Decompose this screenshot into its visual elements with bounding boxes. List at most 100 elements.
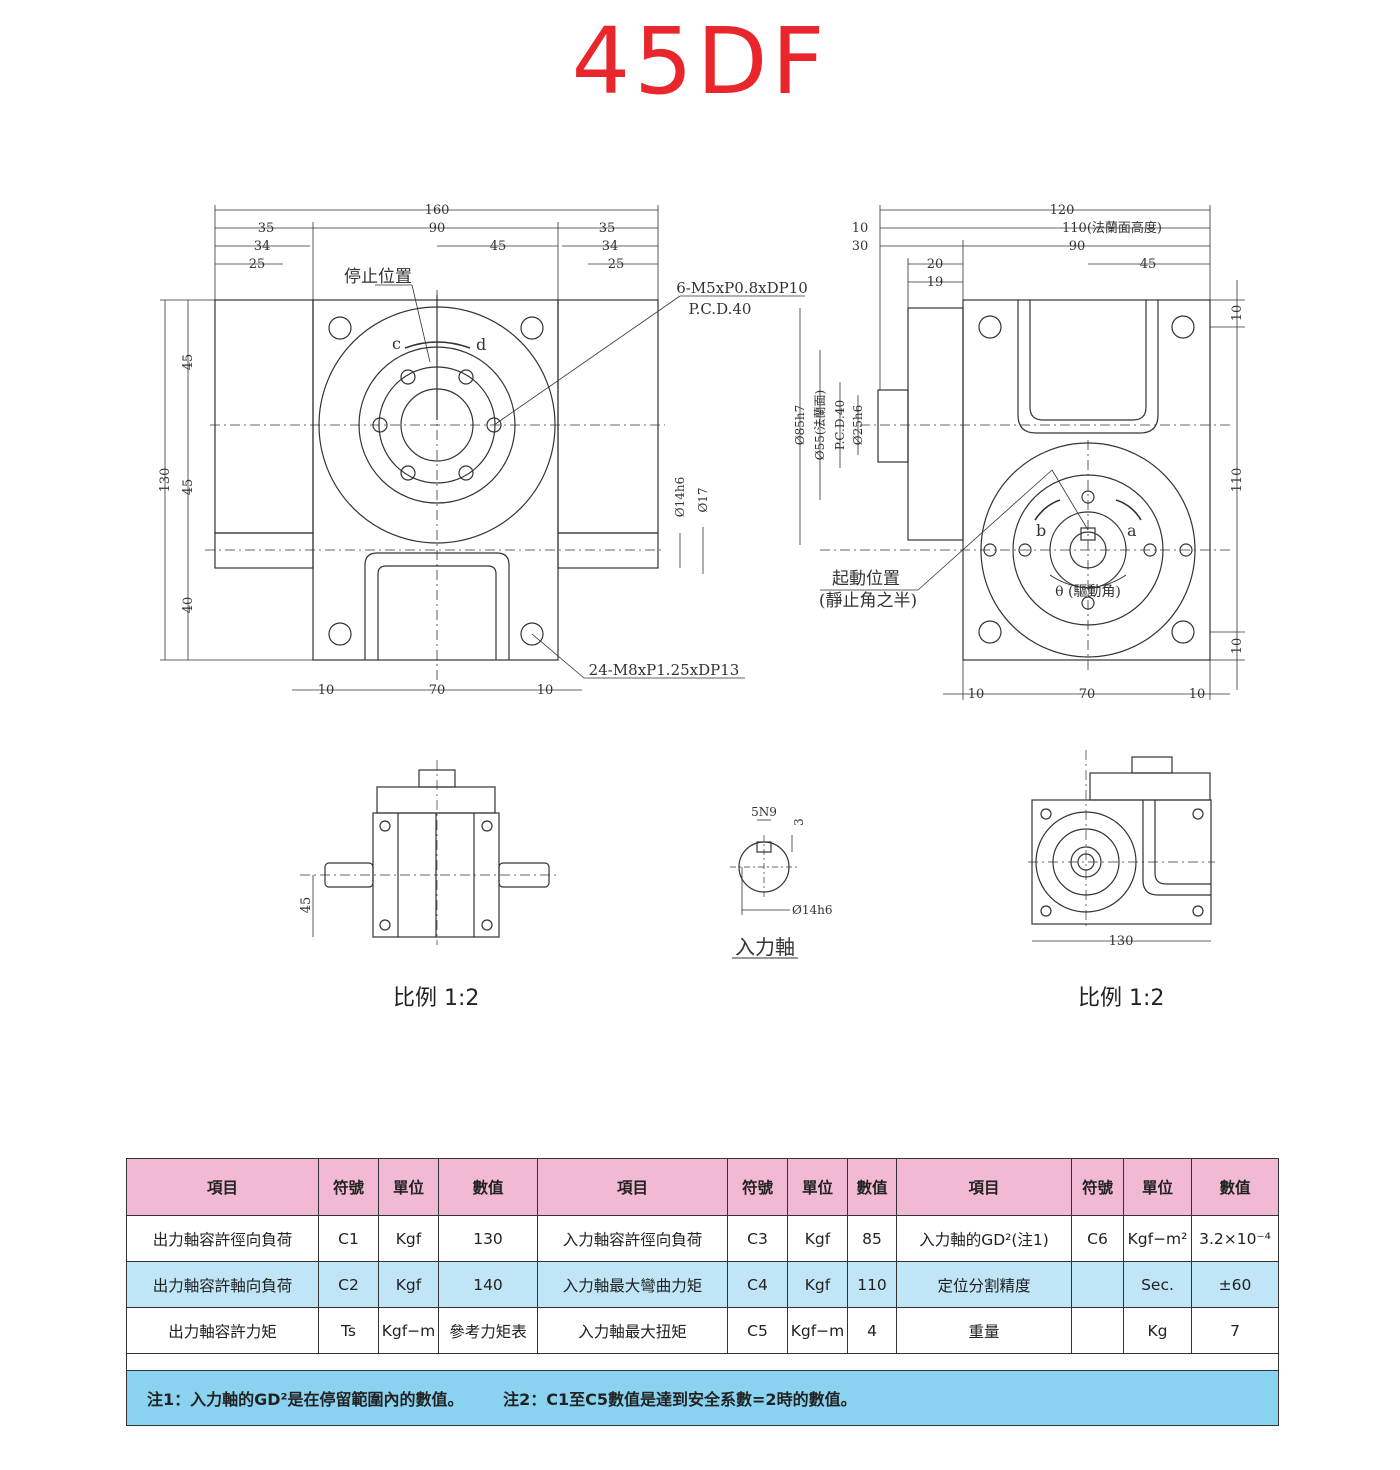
dim-side-10: 10 (852, 221, 869, 236)
small-side-view (1028, 750, 1215, 942)
dir-d-label: d (476, 335, 486, 354)
cell: Kgf−m² (1123, 1215, 1192, 1262)
cell: 出力軸容許軸向負荷 (126, 1261, 319, 1308)
dim-20: 20 (927, 257, 944, 272)
cell: Kgf−m (787, 1307, 848, 1354)
cell: 參考力矩表 (438, 1307, 538, 1354)
cell (1071, 1261, 1124, 1308)
table-row: 出力軸容許力矩 Ts Kgf−m 參考力矩表 入力軸最大扭矩 C5 Kgf−m … (126, 1307, 1279, 1354)
dim-side-70: 70 (1079, 687, 1096, 702)
cell: C5 (727, 1307, 788, 1354)
cell: 7 (1191, 1307, 1279, 1354)
dim-10-a: 10 (318, 683, 335, 698)
cell: 4 (847, 1307, 897, 1354)
dim-40: 40 (181, 597, 196, 614)
keyway-label: 5N9 (751, 805, 777, 819)
dim-35-right: 35 (599, 221, 616, 236)
dim-pcd40: P.C.D.40 (833, 400, 847, 450)
note-1: 注1：入力軸的GD²是在停留範圍內的數值。 (147, 1390, 464, 1409)
dim-side-90: 90 (1069, 239, 1086, 254)
cell: ±60 (1191, 1261, 1279, 1308)
dim-45-upper: 45 (181, 354, 196, 371)
header-symbol-3: 符號 (1071, 1158, 1124, 1216)
cell: Kgf (787, 1261, 848, 1308)
input-shaft-caption: 入力軸 (735, 935, 795, 959)
header-symbol-1: 符號 (318, 1158, 379, 1216)
cell: 出力軸容許徑向負荷 (126, 1215, 319, 1262)
dim-45-lower: 45 (181, 479, 196, 496)
dim-110-flange: 110(法蘭面高度) (1062, 220, 1162, 236)
cell: 3.2×10⁻⁴ (1191, 1215, 1279, 1262)
cell: 入力軸容許徑向負荷 (537, 1215, 728, 1262)
cell: Kgf−m (378, 1307, 439, 1354)
cell: C6 (1071, 1215, 1124, 1262)
header-unit-3: 單位 (1123, 1158, 1192, 1216)
technical-drawing: 160 35 90 35 34 45 34 25 25 130 45 45 40… (158, 203, 1245, 959)
cell: 出力軸容許力矩 (126, 1307, 319, 1354)
cell: 85 (847, 1215, 897, 1262)
dim-55-flange: Ø55(法蘭面) (813, 390, 827, 460)
dim-35-left: 35 (258, 221, 275, 236)
cell: 定位分割精度 (896, 1261, 1072, 1308)
dim-19: 19 (927, 275, 944, 290)
dim-130: 130 (158, 468, 173, 493)
cell: Kg (1123, 1307, 1192, 1354)
header-value-3: 數值 (1191, 1158, 1279, 1216)
header-unit-1: 單位 (378, 1158, 439, 1216)
mount-note: 24-M8xP1.25xDP13 (589, 661, 740, 679)
model-title: 45DF (571, 8, 829, 115)
spec-table: 項目 符號 單位 數值 項目 符號 單位 數值 項目 符號 單位 數值 出力軸容… (126, 1158, 1279, 1426)
dim-small-45: 45 (299, 897, 314, 914)
cell: 130 (438, 1215, 538, 1262)
cell: Kgf (378, 1261, 439, 1308)
side-view (877, 299, 1211, 661)
small-front-view (300, 760, 560, 945)
dim-right-10-bottom: 10 (1230, 638, 1245, 655)
dir-c-label: c (392, 334, 401, 353)
dim-45: 45 (490, 239, 507, 254)
scale-label-left: 比例 1:2 (393, 986, 480, 1011)
cell: 140 (438, 1261, 538, 1308)
dim-17: Ø17 (696, 487, 710, 512)
drive-angle-label: θ (驅動角) (1055, 584, 1121, 600)
header-unit-2: 單位 (787, 1158, 848, 1216)
dim-25-left: 25 (249, 257, 266, 272)
header-item-1: 項目 (126, 1158, 319, 1216)
table-spacer-row (126, 1353, 1279, 1371)
dim-14h6: Ø14h6 (673, 477, 687, 517)
cell: 入力軸最大扭矩 (537, 1307, 728, 1354)
front-view (214, 295, 659, 661)
header-value-2: 數值 (847, 1158, 897, 1216)
cell: C3 (727, 1215, 788, 1262)
dim-side-10-b: 10 (1189, 687, 1206, 702)
key-depth-label: 3 (792, 818, 806, 826)
dim-25h6: Ø25h6 (851, 405, 865, 445)
hole-note-2: P.C.D.40 (689, 300, 752, 318)
shaft-dia-label: Ø14h6 (792, 903, 832, 917)
dim-34-right: 34 (602, 239, 619, 254)
cell: 入力軸最大彎曲力矩 (537, 1261, 728, 1308)
table-header-row: 項目 符號 單位 數值 項目 符號 單位 數值 項目 符號 單位 數值 (126, 1158, 1279, 1216)
scale-label-right: 比例 1:2 (1078, 986, 1165, 1011)
cell: Sec. (1123, 1261, 1192, 1308)
cell: 重量 (896, 1307, 1072, 1354)
note-2: 注2：C1至C5數值是達到安全系數=2時的數值。 (503, 1390, 857, 1409)
table-row: 出力軸容許軸向負荷 C2 Kgf 140 入力軸最大彎曲力矩 C4 Kgf 11… (126, 1261, 1279, 1308)
dim-34-left: 34 (254, 239, 271, 254)
header-item-2: 項目 (537, 1158, 728, 1216)
cell (1071, 1307, 1124, 1354)
dim-160: 160 (425, 203, 450, 218)
hole-note-1: 6-M5xP0.8xDP10 (676, 279, 808, 297)
dim-90: 90 (429, 221, 446, 236)
dim-10-b: 10 (537, 683, 554, 698)
dim-70: 70 (429, 683, 446, 698)
header-item-3: 項目 (896, 1158, 1072, 1216)
cell: Kgf (787, 1215, 848, 1262)
dim-right-10-top: 10 (1230, 305, 1245, 322)
dim-side-10-a: 10 (968, 687, 985, 702)
dim-side-45: 45 (1140, 257, 1157, 272)
start-position-label: 起動位置 (832, 569, 900, 589)
dim-120: 120 (1050, 203, 1075, 218)
start-position-sublabel: (靜止角之半) (819, 591, 917, 611)
cell: C2 (318, 1261, 379, 1308)
